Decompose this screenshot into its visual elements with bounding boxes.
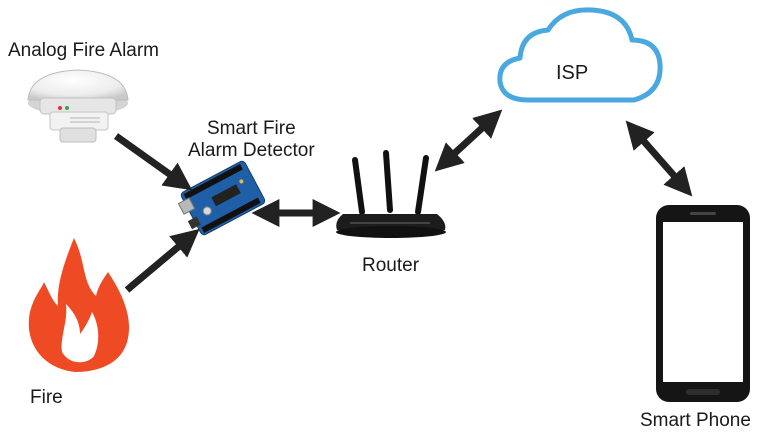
router-icon (336, 150, 446, 238)
smartphone-icon (656, 205, 750, 402)
label-smart-detector-line1: Smart Fire (207, 118, 296, 139)
label-isp: ISP (556, 62, 589, 84)
isp-cloud-icon (497, 7, 663, 103)
label-analog-fire-alarm: Analog Fire Alarm (8, 40, 160, 61)
smoke-detector-icon (27, 69, 129, 143)
arrow-fire-to-detector (124, 228, 200, 293)
arduino-board-icon (177, 160, 266, 236)
label-router: Router (362, 255, 420, 276)
arrow-isp-phone (625, 120, 693, 197)
arrow-router-isp (434, 109, 503, 172)
label-smart-phone: Smart Phone (640, 410, 751, 431)
label-smart-detector-line2: Alarm Detector (188, 140, 315, 161)
flame-icon (28, 238, 130, 372)
label-smart-detector: Smart Fire Alarm Detector (188, 118, 315, 162)
label-fire: Fire (30, 387, 63, 408)
arrow-alarm-to-detector (113, 133, 193, 191)
